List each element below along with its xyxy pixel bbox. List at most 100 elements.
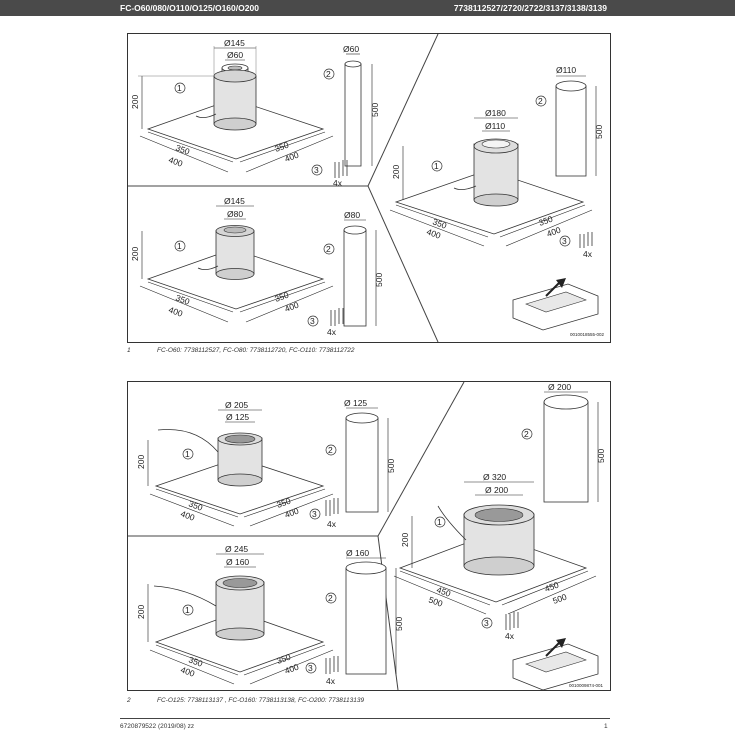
footer-page-number: 1 <box>604 723 608 730</box>
fig2-caption: FC-O125: 7738113137 , FC-O160: 773811313… <box>157 697 365 704</box>
fig1-kit-b <box>139 205 377 327</box>
fig2-a-callout-1: 1 <box>185 449 190 459</box>
fig1-kit-c <box>389 75 599 331</box>
fig1-c-qty: 4x <box>583 249 593 259</box>
fig2-doc-number: 0010009874-001 <box>569 683 604 688</box>
fig2-b-qty: 4x <box>326 676 336 686</box>
fig2-b-w1: 350 <box>187 654 204 668</box>
fig1-a-w3: 350 <box>273 140 290 154</box>
fig1-c-inner-dia: Ø110 <box>485 121 505 131</box>
fig1-a-qty: 4x <box>333 178 343 188</box>
fig2-b-callout-1: 1 <box>185 605 190 615</box>
fig2-b-w3: 350 <box>275 652 292 666</box>
fig2-kit-a <box>147 407 389 527</box>
fig1-a-w4: 400 <box>283 150 300 164</box>
fig2-a-qty: 4x <box>327 519 337 529</box>
fig1-c-pipe-dia: Ø110 <box>556 65 576 75</box>
fig1-a-w2: 400 <box>167 154 184 168</box>
fig1-c-top-dia: Ø180 <box>485 108 506 118</box>
fig2-a-w1: 350 <box>187 498 204 512</box>
fig1-c-height: 200 <box>391 165 401 179</box>
fig1-caption: FC-O60: 7738112527, FC-O80: 7738112720, … <box>157 347 355 354</box>
fig1-b-callout-1: 1 <box>177 241 182 251</box>
fig2-caption-number: 2 <box>127 697 131 704</box>
fig2-kit-b-labels: Ø 245 Ø 160 200 1 350 400 350 400 Ø 160 … <box>136 544 404 686</box>
fig2-a-inner-dia: Ø 125 <box>226 412 249 422</box>
fig2-c-pipe-len: 500 <box>596 449 606 463</box>
fig1-c-pipe-len: 500 <box>594 125 604 139</box>
fig1-b-top-dia: Ø145 <box>224 196 245 206</box>
fig2-a-top-dia: Ø 205 <box>225 400 248 410</box>
fig2-a-w2: 400 <box>179 508 196 522</box>
fig2-b-w2: 400 <box>179 664 196 678</box>
page-header: FC-O60/080/O110/O125/O160/O200 773811252… <box>0 0 735 16</box>
fig2-a-w4: 400 <box>283 506 300 520</box>
figure-2-panel: Ø 205 Ø 125 200 1 350 400 350 400 Ø 125 … <box>127 381 611 691</box>
fig2-c-height: 200 <box>400 533 410 547</box>
fig2-b-pipe-dia: Ø 160 <box>346 548 369 558</box>
fig1-kit-a-labels: Ø145 Ø60 200 1 350 400 350 400 Ø60 500 2… <box>130 38 380 188</box>
footer-doc-id: 6720879522 (2019/08) zz <box>120 723 195 730</box>
fig1-b-height: 200 <box>130 247 140 261</box>
fig2-a-pipe-len: 500 <box>386 459 396 473</box>
fig1-b-w2: 400 <box>167 304 184 318</box>
fig1-b-pipe-dia: Ø80 <box>344 210 360 220</box>
figure-1-drawing: Ø145 Ø60 200 1 350 400 350 400 Ø60 500 2… <box>128 33 605 343</box>
fig2-c-w3: 450 <box>543 580 560 594</box>
fig2-c-top-dia: Ø 320 <box>483 472 506 482</box>
fig1-b-qty: 4x <box>327 327 337 337</box>
fig2-c-pipe-dia: Ø 200 <box>548 382 571 392</box>
fig2-a-w3: 350 <box>275 496 292 510</box>
fig2-c-callout-1: 1 <box>437 517 442 527</box>
fig1-a-pipe-dia: Ø60 <box>343 44 359 54</box>
fig1-kit-c-labels: Ø180 Ø110 200 1 350 400 350 400 Ø110 500… <box>391 65 605 337</box>
fig2-kit-a-labels: Ø 205 Ø 125 200 1 350 400 350 400 Ø 125 … <box>136 398 396 529</box>
fig2-b-pipe-len: 500 <box>394 617 404 631</box>
figure-2-drawing: Ø 205 Ø 125 200 1 350 400 350 400 Ø 125 … <box>128 381 606 691</box>
fig2-c-w1: 450 <box>435 584 452 598</box>
fig2-kit-c-labels: Ø 320 Ø 200 200 1 450 500 450 500 Ø 200 … <box>400 382 606 688</box>
fig1-b-callout-3: 3 <box>310 316 315 326</box>
fig2-b-top-dia: Ø 245 <box>225 544 248 554</box>
fig1-c-w4: 400 <box>545 225 562 239</box>
fig2-b-inner-dia: Ø 160 <box>226 557 249 567</box>
fig1-c-callout-2: 2 <box>538 96 543 106</box>
fig2-b-w4: 400 <box>283 662 300 676</box>
fig1-kit-b-labels: Ø145 Ø80 200 1 350 400 350 400 Ø80 500 2… <box>130 196 384 337</box>
fig1-c-callout-3: 3 <box>562 236 567 246</box>
fig2-b-callout-3: 3 <box>308 663 313 673</box>
fig1-a-top-dia: Ø145 <box>224 38 245 48</box>
fig1-caption-number: 1 <box>127 347 131 354</box>
fig1-c-callout-1: 1 <box>434 161 439 171</box>
fig2-c-w4: 500 <box>551 592 568 606</box>
fig1-c-w3: 350 <box>537 214 554 228</box>
fig2-c-inner-dia: Ø 200 <box>485 485 508 495</box>
fig1-b-w3: 350 <box>273 290 290 304</box>
fig2-kit-b <box>147 553 397 685</box>
fig2-a-pipe-dia: Ø 125 <box>344 398 367 408</box>
fig1-kit-a <box>138 46 373 178</box>
fig2-b-callout-2: 2 <box>328 593 333 603</box>
fig1-a-w1: 350 <box>174 142 191 156</box>
fig1-doc-number: 0010018555-002 <box>570 332 605 337</box>
fig2-c-w2: 500 <box>427 594 444 608</box>
product-codes: FC-O60/080/O110/O125/O160/O200 <box>120 3 259 13</box>
fig1-a-inner-dia: Ø60 <box>227 50 243 60</box>
fig1-b-inner-dia: Ø80 <box>227 209 243 219</box>
fig2-c-qty: 4x <box>505 631 515 641</box>
fig2-kit-c <box>393 391 599 691</box>
fig2-a-callout-2: 2 <box>328 445 333 455</box>
fig1-a-callout-2: 2 <box>326 69 331 79</box>
fig2-c-callout-2: 2 <box>524 429 529 439</box>
fig1-a-callout-3: 3 <box>314 165 319 175</box>
fig1-a-height: 200 <box>130 95 140 109</box>
footer-rule <box>120 718 610 719</box>
fig1-c-w1: 350 <box>431 216 448 230</box>
fig2-c-callout-3: 3 <box>484 618 489 628</box>
fig1-a-callout-1: 1 <box>177 83 182 93</box>
fig1-b-w4: 400 <box>283 300 300 314</box>
fig1-b-pipe-len: 500 <box>374 273 384 287</box>
fig1-c-w2: 400 <box>425 226 442 240</box>
fig1-a-pipe-len: 500 <box>370 103 380 117</box>
fig2-a-height: 200 <box>136 455 146 469</box>
